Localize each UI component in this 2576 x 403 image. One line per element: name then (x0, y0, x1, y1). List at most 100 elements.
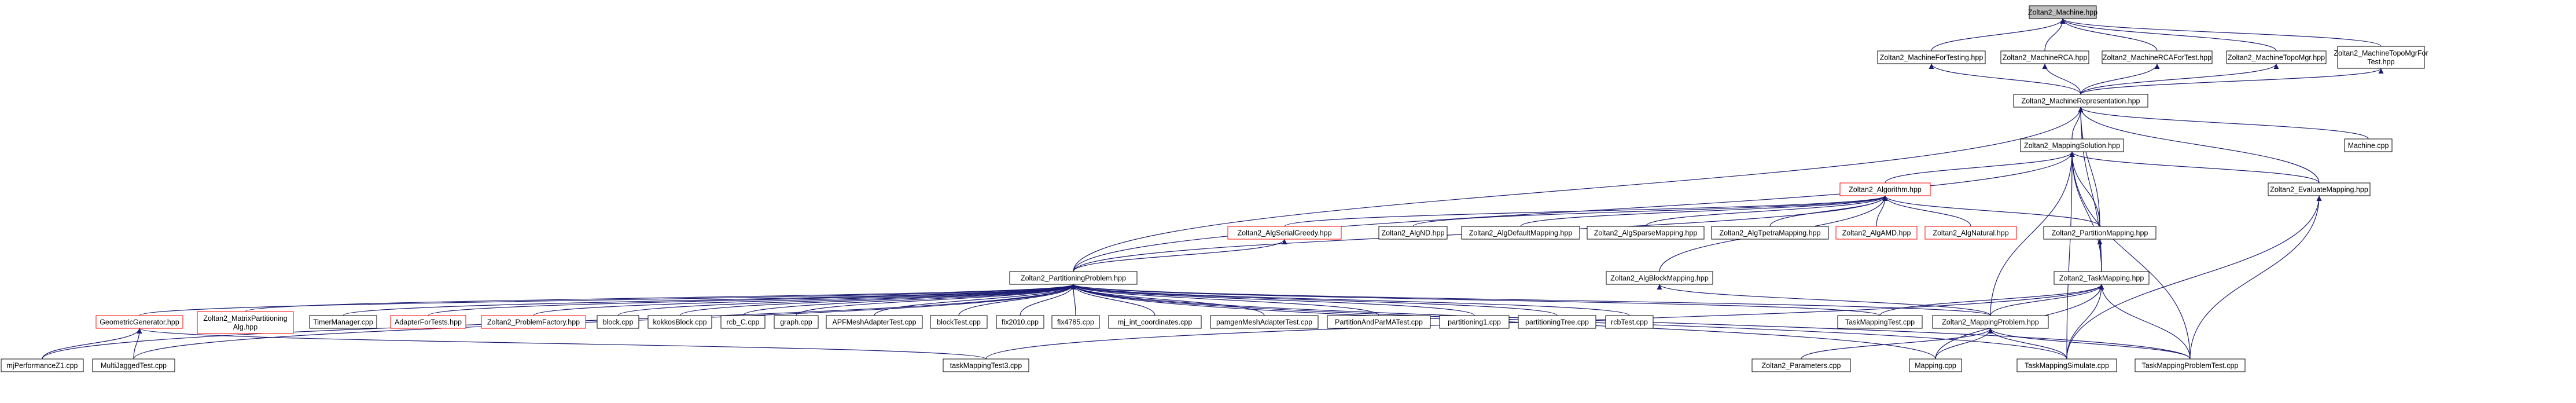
node-machine-rca[interactable]: Zoltan2_MachineRCA.hpp (2000, 50, 2089, 64)
node-label-multi-jagged-test: MultiJaggedTest.cpp (101, 362, 167, 370)
node-partition-mapping[interactable]: Zoltan2_PartitionMapping.hpp (2043, 226, 2157, 240)
node-block-test[interactable]: blockTest.cpp (930, 315, 988, 329)
node-task-mapping-test[interactable]: TaskMappingTest.cpp (1837, 315, 1923, 329)
edge-task-mapping-to-partition-mapping (2097, 239, 2103, 272)
node-box-alg-tpetra-mapping (1711, 226, 1829, 240)
node-geometric-generator[interactable]: GeometricGenerator.hpp (95, 315, 183, 329)
node-label-partitioning1: partitioning1.cpp (1448, 318, 1501, 327)
edge-mj-performance-z1-to-geometric-generator (42, 328, 142, 360)
node-label-machine-representation: Zoltan2_MachineRepresentation.hpp (2022, 97, 2140, 105)
edge-evaluate-mapping-to-mapping-solution (2069, 151, 2320, 184)
node-task-mapping-test3[interactable]: taskMappingTest3.cpp (943, 358, 1029, 372)
node-partitioning-problem[interactable]: Zoltan2_PartitioningProblem.hpp (1009, 271, 1138, 285)
node-task-mapping[interactable]: Zoltan2_TaskMapping.hpp (2054, 271, 2150, 285)
node-parameters[interactable]: Zoltan2_Parameters.cpp (1751, 358, 1851, 372)
node-label-fix4785: fix4785.cpp (1057, 318, 1094, 327)
edge-timer-manager-to-partitioning-problem (343, 284, 1076, 316)
node-box-fix2010 (996, 315, 1044, 329)
edge-evaluate-mapping-to-machine-representation (2078, 107, 2320, 184)
node-alg-default-mapping[interactable]: Zoltan2_AlgDefaultMapping.hpp (1461, 226, 1580, 240)
node-partition-and-parma-test[interactable]: PartitionAndParMATest.cpp (1327, 315, 1431, 329)
node-label-task-mapping-problem-test: TaskMappingProblemTest.cpp (2142, 362, 2239, 370)
node-fix2010[interactable]: fix2010.cpp (996, 315, 1044, 329)
node-partitioning-tree[interactable]: partitioningTree.cpp (1518, 315, 1596, 329)
node-label-algorithm: Zoltan2_Algorithm.hpp (1849, 186, 1922, 194)
edge-task-mapping-to-machine-representation (2078, 107, 2102, 272)
node-label-rcb-c: rcb_C.cpp (727, 318, 760, 327)
node-mj-performance-z1[interactable]: mjPerformanceZ1.cpp (1, 358, 84, 372)
edge-alg-sparse-mapping-to-algorithm (1645, 195, 1888, 227)
node-mapping-cpp[interactable]: Mapping.cpp (1909, 358, 1962, 372)
node-rcb-test[interactable]: rcbTest.cpp (1605, 315, 1654, 329)
node-mapping-problem[interactable]: Zoltan2_MappingProblem.hpp (1932, 315, 2049, 329)
node-alg-natural[interactable]: Zoltan2_AlgNatural.hpp (1924, 226, 2017, 240)
node-machine-cpp[interactable]: Machine.cpp (2344, 138, 2393, 152)
node-box-mj-performance-z1 (1, 358, 84, 372)
node-label-alg-tpetra-mapping: Zoltan2_AlgTpetraMapping.hpp (1719, 229, 1820, 237)
node-label-task-mapping: Zoltan2_TaskMapping.hpp (2059, 274, 2144, 283)
node-box-alg-nd (1378, 226, 1448, 240)
node-mj-int-coordinates[interactable]: mj_int_coordinates.cpp (1108, 315, 1202, 329)
node-algorithm[interactable]: Zoltan2_Algorithm.hpp (1839, 182, 1931, 196)
node-graph-cpp[interactable]: graph.cpp (774, 315, 819, 329)
node-box-timer-manager (309, 315, 377, 329)
node-label-alg-default-mapping: Zoltan2_AlgDefaultMapping.hpp (1469, 229, 1573, 237)
node-alg-nd[interactable]: Zoltan2_AlgND.hpp (1378, 226, 1448, 240)
node-label-timer-manager: TimerManager.cpp (313, 318, 373, 327)
node-label-block-cpp: block.cpp (603, 318, 634, 327)
edge-task-mapping-simulate-to-task-mapping (2066, 284, 2104, 360)
node-box-adapter-for-tests (390, 315, 466, 329)
node-machine-representation[interactable]: Zoltan2_MachineRepresentation.hpp (2013, 94, 2148, 108)
node-box-machine (2029, 5, 2097, 19)
node-label-task-mapping-test: TaskMappingTest.cpp (1845, 318, 1915, 327)
node-alg-amd[interactable]: Zoltan2_AlgAMD.hpp (1835, 226, 1918, 240)
edge-rcb-test-to-partitioning-problem (1070, 284, 1630, 316)
node-mapping-solution[interactable]: Zoltan2_MappingSolution.hpp (2020, 138, 2124, 152)
node-label-mapping-solution: Zoltan2_MappingSolution.hpp (2024, 142, 2120, 150)
node-evaluate-mapping[interactable]: Zoltan2_EvaluateMapping.hpp (2268, 182, 2371, 196)
node-label-partition-and-parma-test: PartitionAndParMATest.cpp (1335, 318, 1423, 327)
node-label-kokkos-block: kokkosBlock.cpp (653, 318, 706, 327)
node-machine-rca-fortest[interactable]: Zoltan2_MachineRCAForTest.hpp (2102, 50, 2213, 64)
node-box-partition-mapping (2043, 226, 2157, 240)
node-label-partitioning-problem: Zoltan2_PartitioningProblem.hpp (1021, 274, 1126, 283)
node-machine-topomgr[interactable]: Zoltan2_MachineTopoMgr.hpp (2226, 50, 2327, 64)
edge-alg-default-mapping-to-algorithm (1520, 195, 1888, 227)
node-pamgen-mesh-adapter-test[interactable]: pamgenMeshAdapterTest.cpp (1210, 315, 1319, 329)
edge-task-mapping-problem-test-to-mapping-solution (2069, 151, 2191, 360)
node-alg-sparse-mapping[interactable]: Zoltan2_AlgSparseMapping.hpp (1587, 226, 1705, 240)
node-task-mapping-simulate[interactable]: TaskMappingSimulate.cpp (2016, 358, 2117, 372)
node-kokkos-block[interactable]: kokkosBlock.cpp (647, 315, 712, 329)
node-adapter-for-tests[interactable]: AdapterForTests.hpp (390, 315, 466, 329)
node-alg-tpetra-mapping[interactable]: Zoltan2_AlgTpetraMapping.hpp (1711, 226, 1829, 240)
node-box-machine-for-testing (1877, 50, 1986, 64)
node-box-alg-sparse-mapping (1587, 226, 1705, 240)
node-rcb-c[interactable]: rcb_C.cpp (720, 315, 766, 329)
node-apf-mesh-adapter-test[interactable]: APFMeshAdapterTest.cpp (826, 315, 923, 329)
edge-algorithm-to-mapping-solution (1885, 151, 2075, 184)
node-label-machine-rca-fortest: Zoltan2_MachineRCAForTest.hpp (2103, 54, 2211, 62)
node-timer-manager[interactable]: TimerManager.cpp (309, 315, 377, 329)
node-box-parameters (1751, 358, 1851, 372)
node-multi-jagged-test[interactable]: MultiJaggedTest.cpp (92, 358, 175, 372)
node-box-rcb-test (1605, 315, 1654, 329)
edge-machine-rca-to-machine (2044, 18, 2066, 52)
node-alg-serial-greedy[interactable]: Zoltan2_AlgSerialGreedy.hpp (1227, 226, 1342, 240)
edge-layer (42, 18, 2384, 360)
node-partitioning1[interactable]: partitioning1.cpp (1439, 315, 1510, 329)
node-problem-factory[interactable]: Zoltan2_ProblemFactory.hpp (481, 315, 586, 329)
edge-kokkos-block-to-partitioning-problem (679, 284, 1076, 316)
node-label-rcb-test: rcbTest.cpp (1611, 318, 1648, 327)
edge-problem-factory-to-partitioning-problem (533, 284, 1076, 316)
node-alg-block-mapping[interactable]: Zoltan2_AlgBlockMapping.hpp (1606, 271, 1713, 285)
node-block-cpp[interactable]: block.cpp (597, 315, 639, 329)
node-machine-for-testing[interactable]: Zoltan2_MachineForTesting.hpp (1877, 50, 1986, 64)
edge-partition-and-parma-test-to-partitioning-problem (1070, 284, 1379, 316)
node-fix4785[interactable]: fix4785.cpp (1051, 315, 1100, 329)
node-task-mapping-problem-test[interactable]: TaskMappingProblemTest.cpp (2135, 358, 2246, 372)
node-label-mapping-problem: Zoltan2_MappingProblem.hpp (1942, 318, 2039, 327)
edge-task-mapping-simulate-to-mapping-solution (2066, 151, 2075, 360)
